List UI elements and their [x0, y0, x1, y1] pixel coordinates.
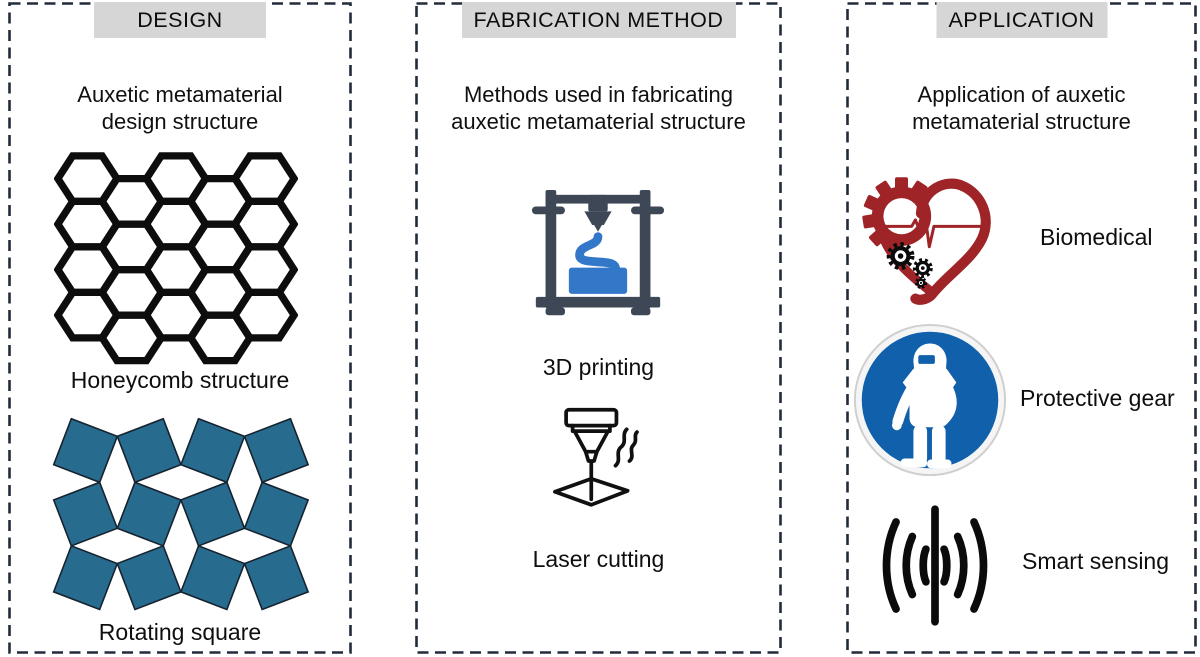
- rotating-square-label: Rotating square: [98, 619, 262, 645]
- heart-gear: [862, 177, 991, 305]
- protective-gear-label: Protective gear: [1020, 385, 1175, 411]
- rotating-square-icon: [52, 418, 310, 611]
- smart-sensing-label: Smart sensing: [1022, 548, 1170, 574]
- panel-dashed-border: [846, 2, 1197, 654]
- 3d-printing-label: 3D printing: [542, 354, 655, 380]
- laser-cutting-icon: [553, 407, 639, 507]
- fabrication-description: Methods used in fabricating auxetic meta…: [451, 82, 746, 134]
- application-description: Application of auxetic metamaterial stru…: [912, 82, 1131, 134]
- protective-suit-figure: [891, 343, 957, 469]
- panel-application: APPLICATION Application of auxetic metam…: [846, 2, 1197, 654]
- biomedical-icon: [862, 177, 991, 305]
- honeycomb-label: Honeycomb structure: [70, 367, 290, 393]
- design-description: Auxetic metamaterial design structure: [77, 82, 283, 134]
- fabrication-header: FABRICATION METHOD: [461, 2, 736, 38]
- 3d-printer-icon: [531, 189, 665, 316]
- panel-fabrication-method: FABRICATION METHOD Methods used in fabri…: [415, 2, 782, 654]
- biomedical-label: Biomedical: [1040, 224, 1153, 250]
- panel-dashed-border: [8, 2, 352, 654]
- smart-sensing-icon: [882, 505, 988, 626]
- design-header: DESIGN: [94, 2, 266, 38]
- honeycomb-structure-icon: [54, 152, 298, 365]
- application-header: APPLICATION: [936, 2, 1107, 38]
- protective-gear-icon: [853, 323, 1007, 477]
- laser-cutting-label: Laser cutting: [532, 546, 665, 572]
- panel-design: DESIGN Auxetic metamaterial design struc…: [8, 2, 352, 654]
- small-gears: [886, 242, 933, 289]
